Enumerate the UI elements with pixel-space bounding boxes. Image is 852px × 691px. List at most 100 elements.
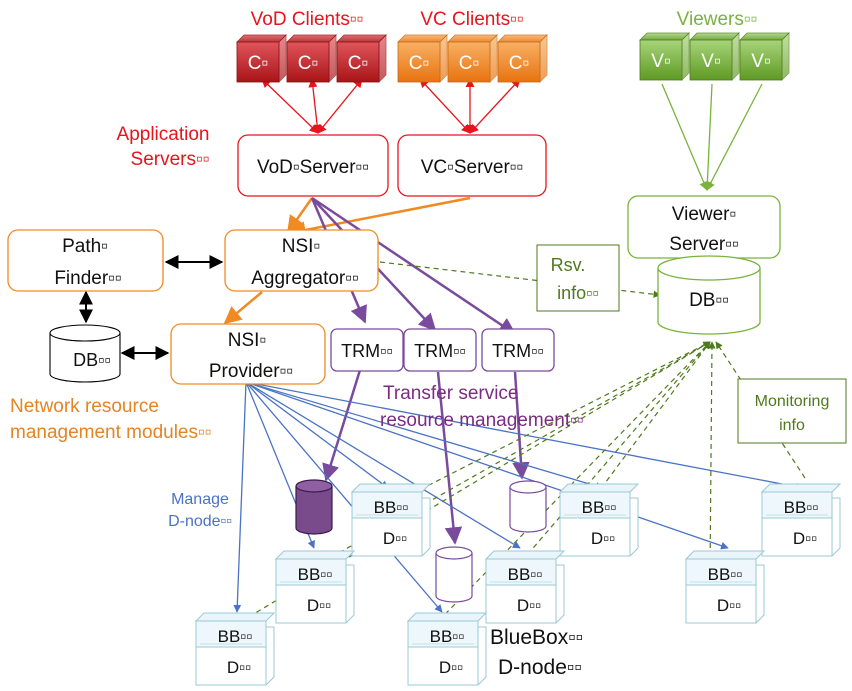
vod-client-label: C▫ [248, 53, 268, 74]
vod-server-label: VoD▫Server▫▫ [257, 157, 369, 178]
nsi-provider[interactable]: NSI▫ Provider▫▫ [170, 323, 326, 385]
svg-text:info▫▫: info▫▫ [557, 283, 599, 303]
bluebox-dnode[interactable]: BB▫▫ D▫▫ [684, 550, 766, 624]
nsi-aggregator[interactable]: NSI▫ Aggregator▫▫ [224, 229, 379, 292]
svg-text:D-node▫▫: D-node▫▫ [168, 513, 232, 530]
svg-text:Network resource: Network resource [10, 396, 159, 417]
vod-client[interactable]: C▫ [236, 34, 287, 83]
client-boxes: C▫ C▫ C▫ C▫ C▫ C▫ V▫ V▫ V▫ [236, 32, 790, 83]
viewer-client[interactable]: V▫ [689, 32, 740, 81]
bluebox-dnode[interactable]: BB▫▫ D▫▫ [484, 550, 566, 624]
bluebox-dnode-label: BlueBox▫▫ D-node▫▫ [490, 626, 583, 679]
bluebox-dnode[interactable]: BB▫▫D▫▫ [760, 483, 842, 557]
svg-text:Path▫: Path▫ [62, 236, 108, 257]
dnode-label: D▫▫ [439, 658, 463, 677]
viewer-client-label: V▫ [701, 51, 720, 72]
dnode-label: D▫▫ [793, 529, 817, 548]
trm-label: TRM▫▫ [414, 341, 466, 361]
dnode-label: D▫▫ [307, 596, 331, 615]
svg-text:Finder▫▫: Finder▫▫ [54, 268, 121, 289]
viewer-client[interactable]: V▫ [739, 32, 790, 81]
storage-cylinder-dark [295, 479, 333, 535]
vod-server[interactable]: VoD▫Server▫▫ [237, 134, 389, 197]
trm-group: TRM▫▫ TRM▫▫ TRM▫▫ [330, 328, 555, 372]
trm-box[interactable]: TRM▫▫ [330, 328, 404, 372]
trm-box[interactable]: TRM▫▫ [403, 328, 477, 372]
svg-text:Manage: Manage [171, 491, 229, 508]
bluebox-dnode[interactable]: BB▫▫ D▫▫ [406, 612, 488, 686]
dnode-label: D▫▫ [517, 596, 541, 615]
dnode-label: D▫▫ [591, 529, 615, 548]
viewer-client[interactable]: V▫ [639, 32, 690, 81]
dnode-label: D▫▫ [227, 658, 251, 677]
vc-client[interactable]: C▫ [397, 34, 448, 83]
vc-clients-label: VC Clients▫▫ [420, 9, 523, 30]
trm-label: TRM▫▫ [341, 341, 393, 361]
svg-text:Application: Application [117, 124, 210, 145]
monitoring-info-box: Monitoring info [737, 378, 847, 444]
svg-text:NSI▫: NSI▫ [228, 330, 266, 351]
network-resource-label: Network resource management modules▫▫ [10, 396, 211, 443]
viewer-client-label: V▫ [651, 51, 670, 72]
vc-client-label: C▫ [459, 53, 479, 74]
bluebox-dnode[interactable]: BB▫▫ D▫▫ [350, 483, 432, 557]
transfer-service-label: Transfer service resource management▫▫ [380, 383, 584, 431]
viewers-label: Viewers▫▫ [677, 9, 758, 30]
manage-dnode-label: Manage D-node▫▫ [168, 491, 232, 530]
bb-label: BB▫▫ [582, 498, 617, 517]
vc-client-label: C▫ [409, 53, 429, 74]
svg-text:Rsv.: Rsv. [551, 255, 586, 275]
storage-cylinder-light [509, 480, 547, 533]
svg-text:Viewer▫: Viewer▫ [672, 204, 736, 225]
path-db-cylinder: DB▫▫ [49, 324, 121, 383]
bluebox-dnode[interactable]: BB▫▫ D▫▫ [194, 612, 276, 686]
vod-clients-group: VoD Clients▫▫ [251, 9, 364, 30]
viewer-client-label: V▫ [751, 51, 770, 72]
svg-text:BlueBox▫▫: BlueBox▫▫ [490, 626, 583, 649]
svg-text:info: info [779, 417, 805, 434]
bb-label: BB▫▫ [218, 627, 253, 646]
svg-text:Aggregator▫▫: Aggregator▫▫ [251, 268, 358, 289]
vc-client[interactable]: C▫ [447, 34, 498, 83]
vc-server-label: VC▫Server▫▫ [421, 157, 524, 178]
vc-server[interactable]: VC▫Server▫▫ [397, 134, 547, 197]
dnode-label: D▫▫ [383, 529, 407, 548]
vod-client[interactable]: C▫ [286, 34, 337, 83]
dnode-group: BB▫▫ D▫▫ BB▫▫ D▫▫ BB▫▫ D▫▫ BB▫▫ D▫▫ BB▫▫ D▫▫ BB▫▫ D… [194, 483, 842, 686]
vod-clients-label: VoD Clients▫▫ [251, 9, 364, 30]
vod-client-label: C▫ [348, 53, 368, 74]
storage-cylinder-light [435, 546, 473, 603]
viewer-db-label: DB▫▫ [689, 290, 729, 311]
viewer-db-cylinder: DB▫▫ [657, 255, 761, 335]
svg-text:Server▫▫: Server▫▫ [669, 234, 738, 255]
bluebox-dnode[interactable]: BB▫▫ D▫▫ [274, 550, 356, 624]
bb-label: BB▫▫ [298, 565, 333, 584]
path-db-label: DB▫▫ [73, 350, 111, 370]
application-servers-label: Application Servers▫▫ [117, 124, 210, 170]
bb-label: BB▫▫ [374, 498, 409, 517]
bb-label: BB▫▫ [708, 565, 743, 584]
path-finder[interactable]: Path▫ Finder▫▫ [7, 229, 164, 292]
svg-text:NSI▫: NSI▫ [282, 236, 320, 257]
vc-clients-group: VC Clients▫▫ [420, 9, 523, 30]
trm-label: TRM▫▫ [492, 341, 544, 361]
svg-text:Servers▫▫: Servers▫▫ [131, 149, 210, 170]
viewers-group: Viewers▫▫ [677, 9, 758, 30]
trm-box[interactable]: TRM▫▫ [481, 328, 555, 372]
rsv-info-box: Rsv. info▫▫ [536, 244, 620, 312]
dnode-label: D▫▫ [717, 596, 741, 615]
bb-label: BB▫▫ [508, 565, 543, 584]
svg-text:Transfer service: Transfer service [383, 383, 519, 404]
bb-label: BB▫▫ [430, 627, 465, 646]
bluebox-dnode[interactable]: BB▫▫ D▫▫ [558, 483, 640, 557]
vc-client[interactable]: C▫ [497, 34, 548, 83]
vod-client-label: C▫ [298, 53, 318, 74]
viewer-server[interactable]: Viewer▫ Server▫▫ [627, 195, 781, 259]
svg-text:Provider▫▫: Provider▫▫ [209, 361, 293, 382]
svg-text:resource management▫▫: resource management▫▫ [380, 410, 584, 431]
vc-client-label: C▫ [509, 53, 529, 74]
vod-client[interactable]: C▫ [336, 34, 387, 83]
svg-text:management modules▫▫: management modules▫▫ [10, 422, 211, 443]
svg-text:D-node▫▫: D-node▫▫ [498, 656, 582, 679]
